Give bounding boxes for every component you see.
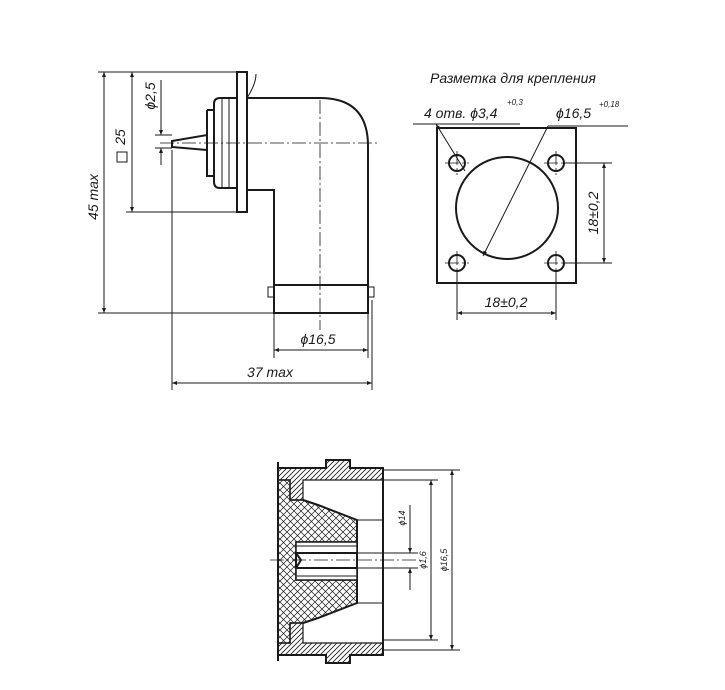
holes-tolerance: +0,3 xyxy=(507,98,523,107)
vertical-spacing-label: 18±0,2 xyxy=(585,191,601,234)
outer-diameter-label: ϕ16,5 xyxy=(439,548,449,572)
square-symbol xyxy=(116,151,128,163)
center-hole xyxy=(455,156,559,260)
outlet-right-lug xyxy=(367,286,375,298)
square-label: 25 xyxy=(112,129,128,146)
inner-diameter-label: ϕ1,6 xyxy=(418,551,428,569)
width-label: 37 max xyxy=(247,364,294,380)
pin-diameter-label: ϕ2,5 xyxy=(142,82,158,109)
outlet-diameter-label: ϕ16,5 xyxy=(300,331,335,347)
section-view: ϕ16,5 ϕ1,6 ϕ14 xyxy=(270,459,460,664)
cavity-diameter-label: ϕ14 xyxy=(397,510,407,525)
center-diameter-tolerance: +0,18 xyxy=(599,100,620,109)
socket-bore xyxy=(295,541,358,581)
outlet-left-lug xyxy=(267,286,275,298)
mounting-layout: Разметка для крепления 4 отв. ϕ3,4 +0,3 … xyxy=(413,70,628,320)
layout-title: Разметка для крепления xyxy=(430,70,596,86)
side-view: 45 max 25 ϕ2,5 ϕ16,5 37 max xyxy=(85,71,380,390)
elbow-curve xyxy=(319,97,369,147)
flange-outline xyxy=(436,127,577,284)
elbow-housing xyxy=(247,97,369,314)
flange-plate xyxy=(236,71,248,213)
housing-top-neck xyxy=(246,73,257,99)
contact-pin xyxy=(171,133,208,152)
center-diameter-label: ϕ16,5 xyxy=(556,105,591,121)
height-label: 45 max xyxy=(85,173,101,220)
horizontal-spacing-label: 18±0,2 xyxy=(485,294,528,310)
socket-pin xyxy=(295,552,358,569)
connector-front-ring xyxy=(206,109,214,177)
holes-label: 4 отв. ϕ3,4 xyxy=(424,105,498,121)
metal-shell-top xyxy=(277,459,384,501)
hole-centerlines xyxy=(445,151,568,275)
holes-leader xyxy=(435,123,466,172)
metal-shell-bottom xyxy=(277,622,384,664)
center-diameter-leader xyxy=(482,125,549,257)
